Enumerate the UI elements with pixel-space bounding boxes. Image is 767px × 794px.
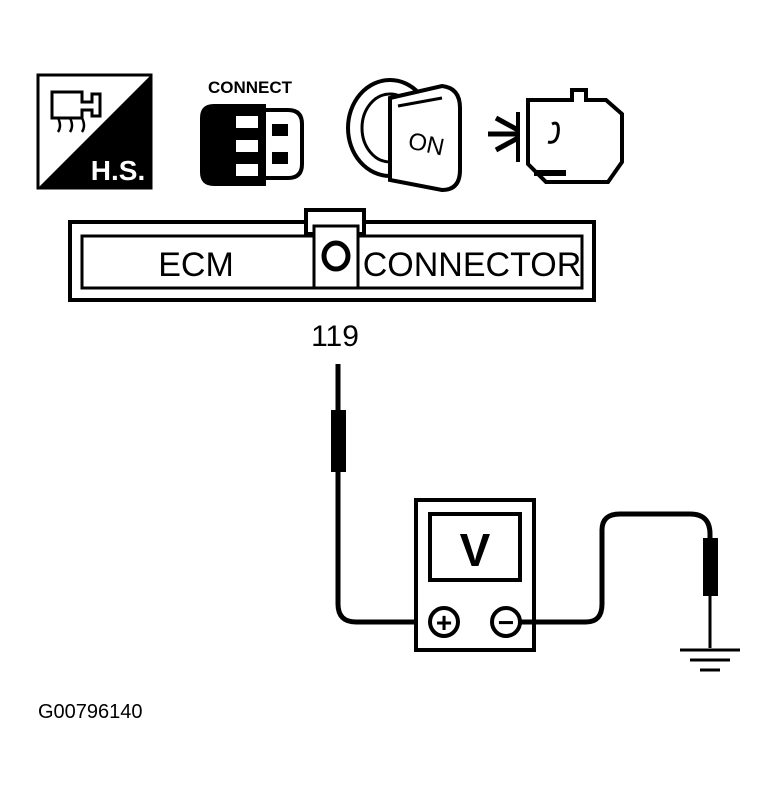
connector-right-label: CONNECTOR bbox=[363, 246, 582, 284]
positive-probe bbox=[331, 410, 346, 472]
positive-terminal bbox=[428, 606, 460, 638]
ground-symbol bbox=[680, 648, 740, 672]
heat-sink-icon: H.S. bbox=[36, 73, 153, 190]
positive-terminal-sign: + bbox=[436, 607, 452, 638]
negative-probe bbox=[703, 538, 718, 596]
meter-display: V bbox=[460, 524, 491, 576]
terminal-number: 119 bbox=[311, 320, 359, 353]
positive-probe-lead bbox=[331, 364, 416, 625]
negative-probe-lead bbox=[520, 511, 718, 648]
voltmeter: V + − bbox=[414, 498, 536, 652]
engine-icon bbox=[488, 88, 624, 184]
negative-terminal-sign: − bbox=[498, 607, 514, 638]
connector-left-label: ECM bbox=[158, 246, 234, 284]
ignition-key-icon: ON bbox=[346, 78, 462, 193]
connect-icon-label: CONNECT bbox=[208, 78, 293, 97]
figure-code: G00796140 bbox=[38, 701, 143, 723]
ecm-connector: ECM CONNECTOR bbox=[68, 208, 596, 302]
connector-plug-icon: CONNECT bbox=[200, 78, 304, 186]
hs-icon-label: H.S. bbox=[91, 155, 145, 186]
terminal-pin bbox=[321, 240, 351, 272]
